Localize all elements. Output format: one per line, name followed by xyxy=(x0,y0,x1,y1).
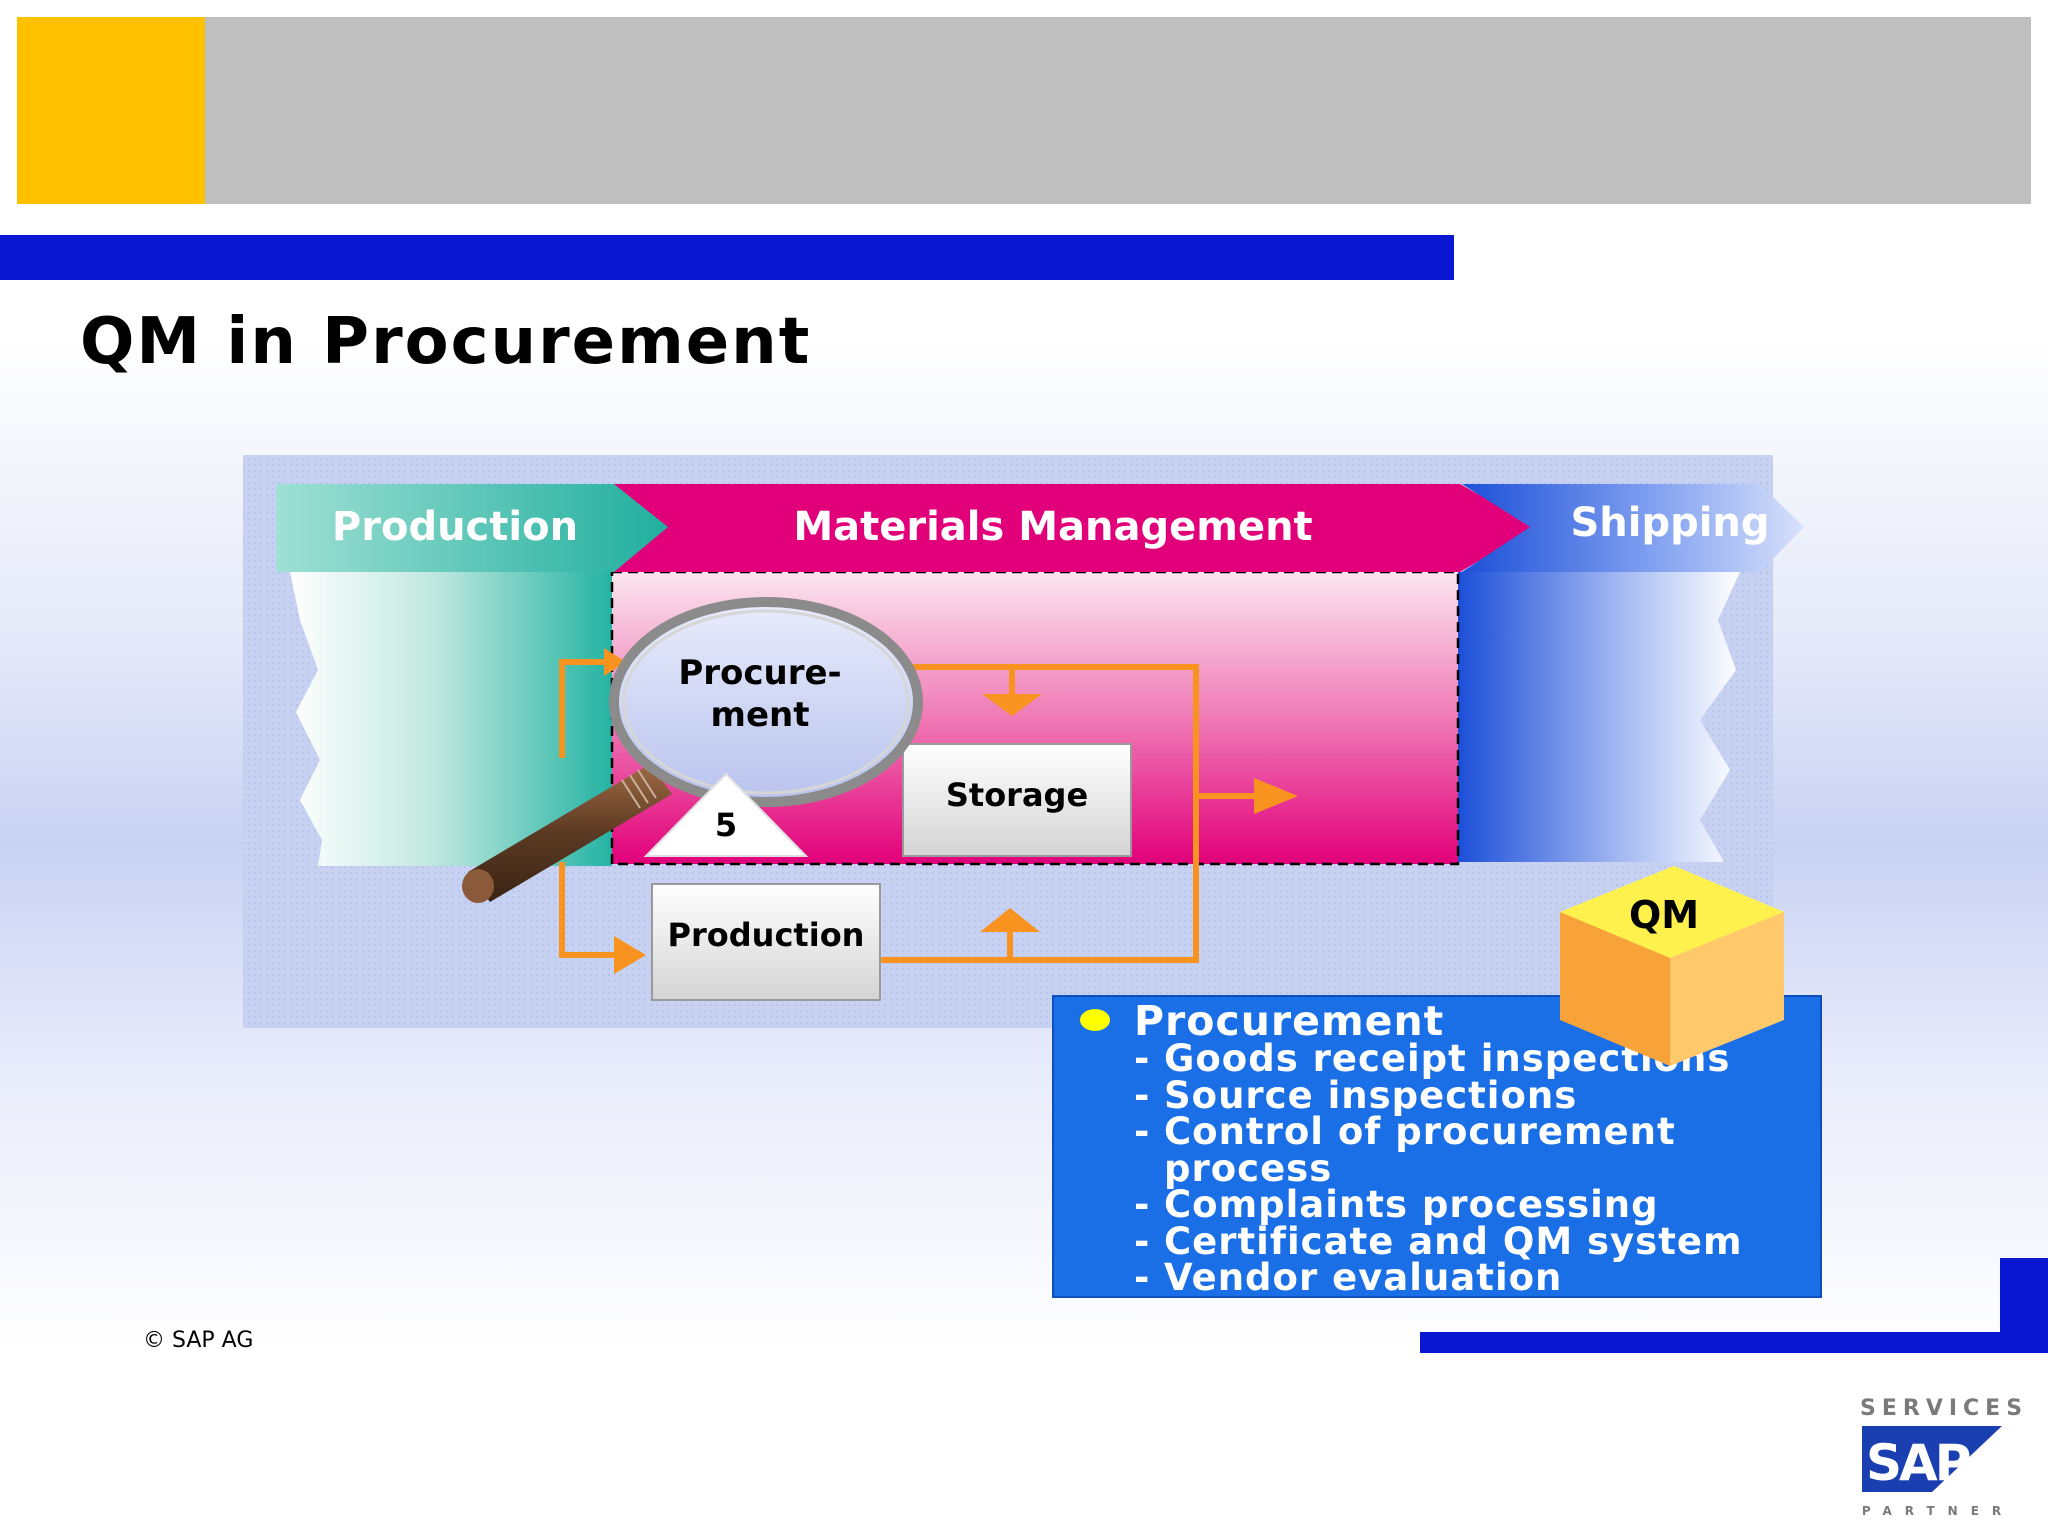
procurement-label-line2: ment xyxy=(711,695,810,735)
logo-services-text: SERVICES xyxy=(1860,1396,2029,1421)
production-arrow xyxy=(276,484,672,572)
procurement-label-line1: Procure- xyxy=(678,653,841,693)
production-band-body xyxy=(290,572,612,866)
shipping-band-body xyxy=(1458,572,1740,862)
triangle-number: 5 xyxy=(715,806,737,844)
qm-cube-overlay: QM xyxy=(1560,866,1784,1066)
qm-cube-overlay-label: QM xyxy=(1629,893,1699,937)
header-gray-bar xyxy=(205,17,2031,204)
shipping-arrow xyxy=(1462,484,1804,572)
logo-partner-text: PARTNER xyxy=(1861,1504,2015,1518)
sap-logo-icon: SAP xyxy=(1862,1426,2002,1492)
list-item-continuation: process xyxy=(1164,1146,1333,1190)
flow-arrowheads xyxy=(604,648,1298,974)
header-orange-block xyxy=(17,17,205,204)
materials-management-label: Materials Management xyxy=(793,504,1312,550)
list-item: -Vendor evaluation xyxy=(1134,1256,1563,1299)
page-title: QM in Procurement xyxy=(80,305,812,379)
header-blue-bar xyxy=(0,235,1454,280)
svg-text:SAP: SAP xyxy=(1866,1434,1970,1492)
shipping-band-label: Shipping xyxy=(1570,500,1769,546)
materials-management-arrow xyxy=(614,484,1536,572)
copyright-text: © SAP AG xyxy=(143,1328,254,1353)
sap-services-partner-logo: SERVICES SAP PARTNER xyxy=(1860,1396,2029,1526)
warning-triangle-icon xyxy=(643,772,809,857)
info-heading: Procurement xyxy=(1134,997,1445,1045)
footer-blue-bar xyxy=(1420,1332,2000,1353)
list-item: -Control of procurement xyxy=(1134,1110,1676,1153)
list-item: -Source inspections xyxy=(1134,1073,1578,1117)
bullet-icon xyxy=(1080,1009,1110,1031)
list-item: -Certificate and QM system xyxy=(1134,1219,1743,1263)
magnifying-glass-icon xyxy=(462,597,923,903)
info-list: -Goods receipt inspections -Source inspe… xyxy=(1134,1040,1743,1299)
production-band-label: Production xyxy=(332,504,578,550)
footer-blue-block xyxy=(2000,1258,2048,1353)
storage-label: Storage xyxy=(946,776,1088,814)
list-item: -Complaints processing xyxy=(1134,1183,1659,1226)
flow-lines xyxy=(559,659,1262,963)
production-box-label: Production xyxy=(668,916,865,954)
storage-box xyxy=(902,743,1132,857)
production-box xyxy=(651,883,881,1001)
